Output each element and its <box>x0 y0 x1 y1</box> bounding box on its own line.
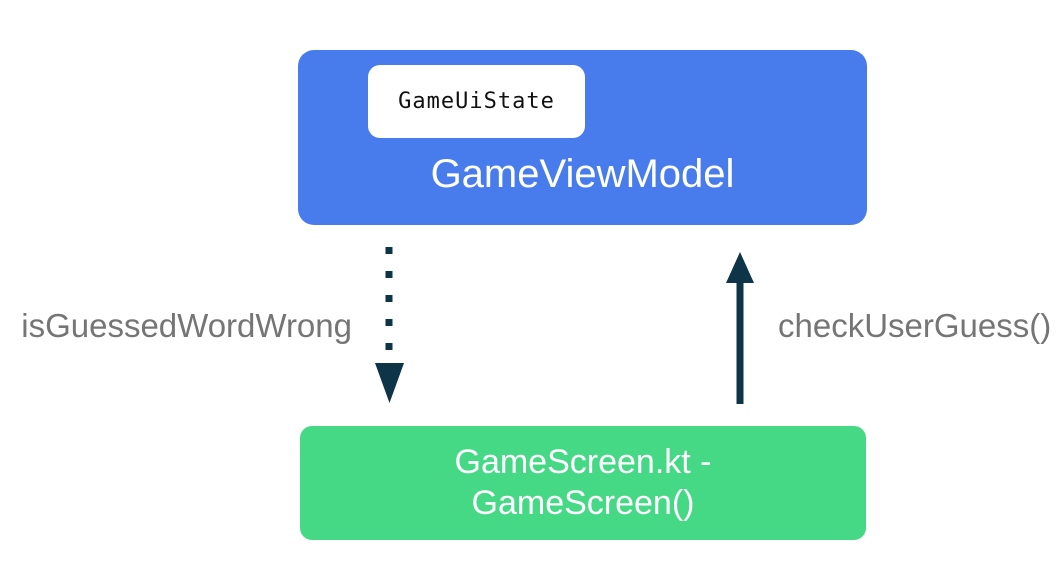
state-flow-label: isGuessedWordWrong <box>21 307 352 344</box>
gamescreen-box: GameScreen.kt - GameScreen() <box>300 426 866 540</box>
gameuistate-chip: GameUiState <box>368 65 585 138</box>
gamescreen-label-line1: GameScreen.kt - <box>454 443 712 482</box>
event-flow-label: checkUserGuess() <box>778 307 1052 344</box>
gameuistate-chip-label: GameUiState <box>398 89 555 114</box>
gamescreen-label-line2: GameScreen() <box>471 484 695 522</box>
gameviewmodel-label: GameViewModel <box>430 152 735 196</box>
event-flow-arrowhead-up-icon <box>726 252 754 283</box>
state-flow-arrowhead-down-icon <box>375 363 404 403</box>
gameviewmodel-box: GameUiState GameViewModel <box>298 50 867 225</box>
